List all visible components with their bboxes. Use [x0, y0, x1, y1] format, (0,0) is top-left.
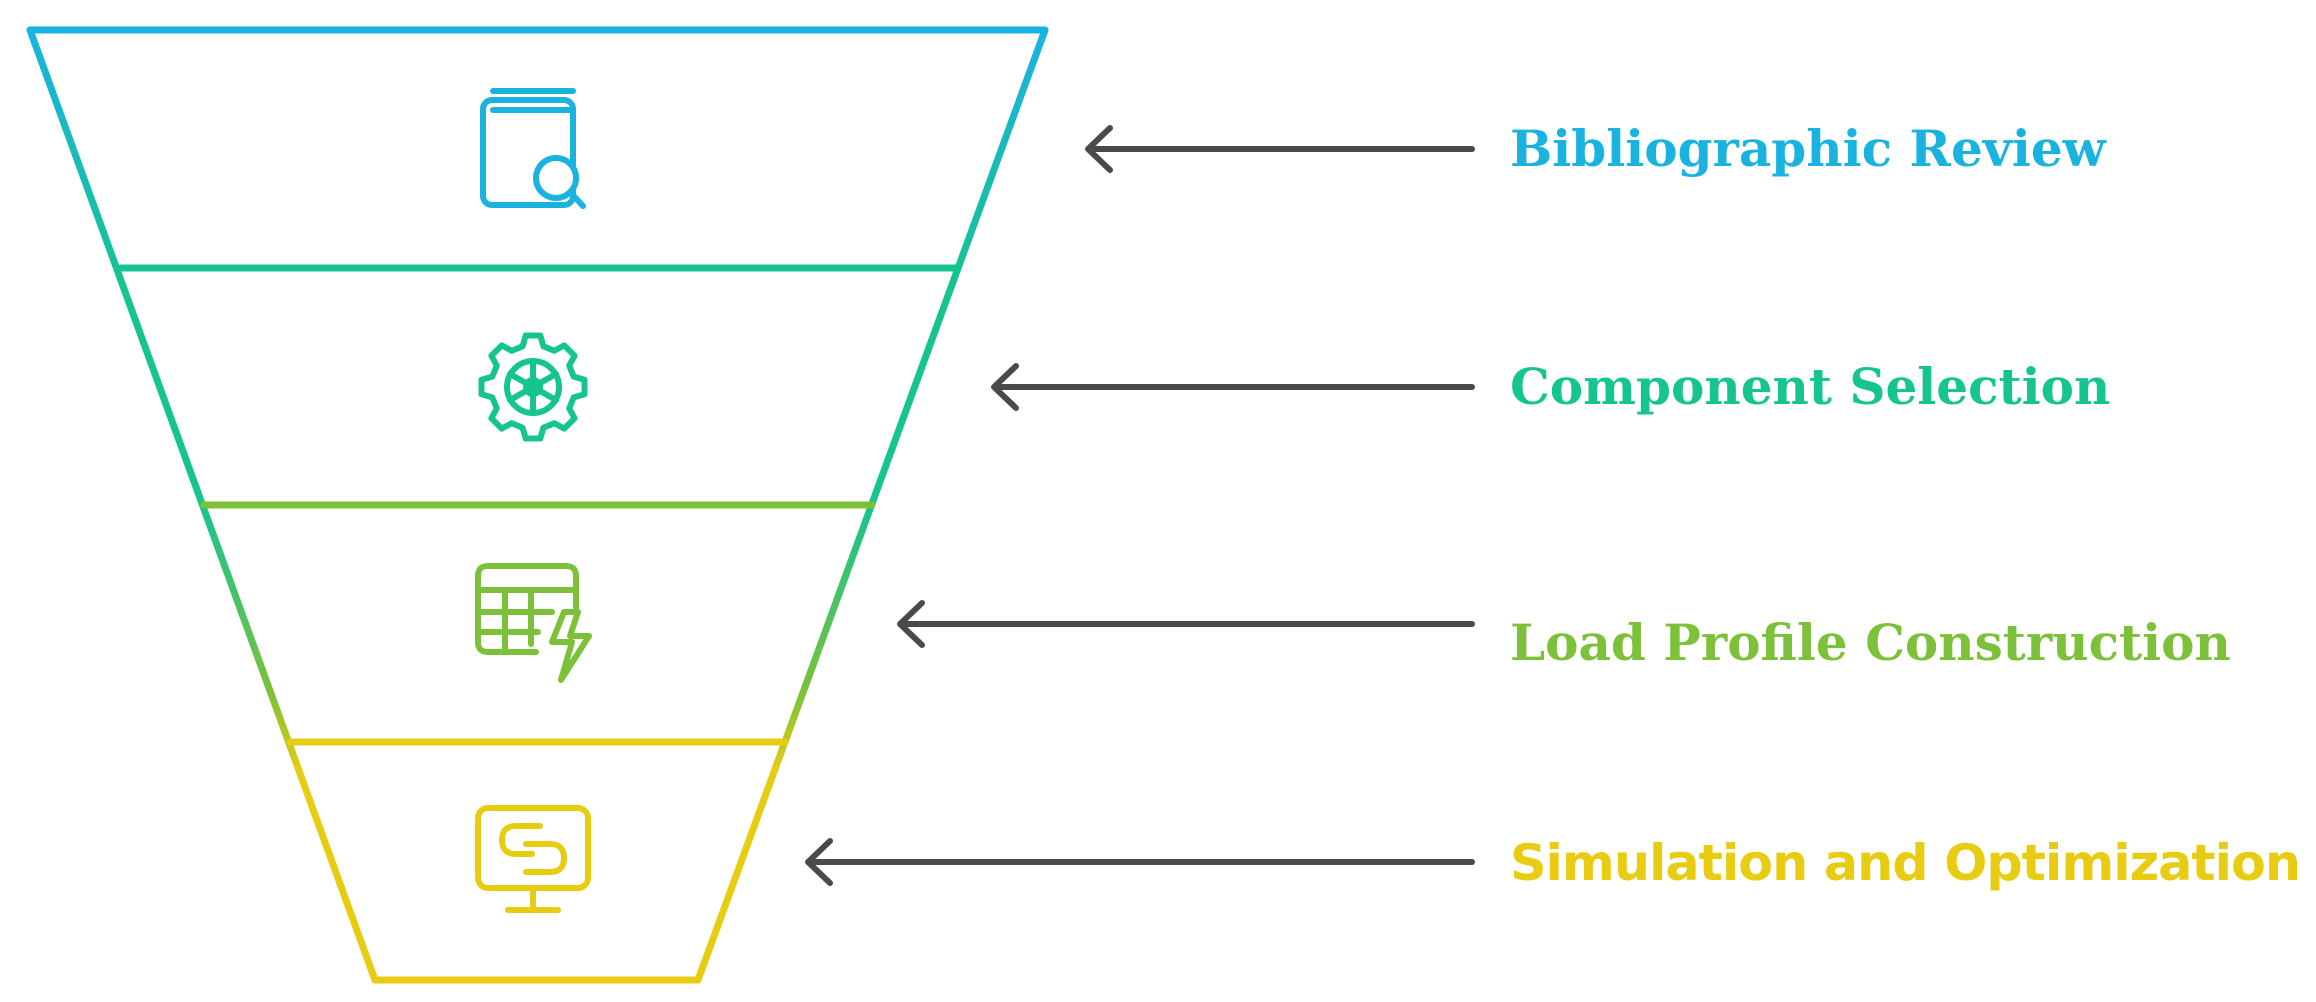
stage-label-bibliographic-review: Bibliographic Review	[1510, 119, 2108, 178]
arrow-stage-1	[1085, 125, 1475, 173]
gear-wheel-icon	[478, 332, 588, 442]
table-lightning-icon	[475, 563, 592, 683]
stage-label-component-selection: Component Selection	[1510, 357, 2110, 416]
funnel-outline	[26, 26, 1049, 984]
stage-label-simulation-and-optimization: Simulation and Optimization	[1510, 834, 2300, 892]
book-search-icon	[480, 88, 586, 209]
arrow-stage-2	[991, 363, 1475, 411]
arrow-stage-3	[897, 600, 1475, 648]
arrows	[805, 125, 1475, 886]
arrow-stage-4	[805, 838, 1475, 886]
stage-label-load-profile-construction: Load Profile Construction	[1510, 613, 2231, 672]
monitor-simulation-icon	[475, 805, 591, 913]
